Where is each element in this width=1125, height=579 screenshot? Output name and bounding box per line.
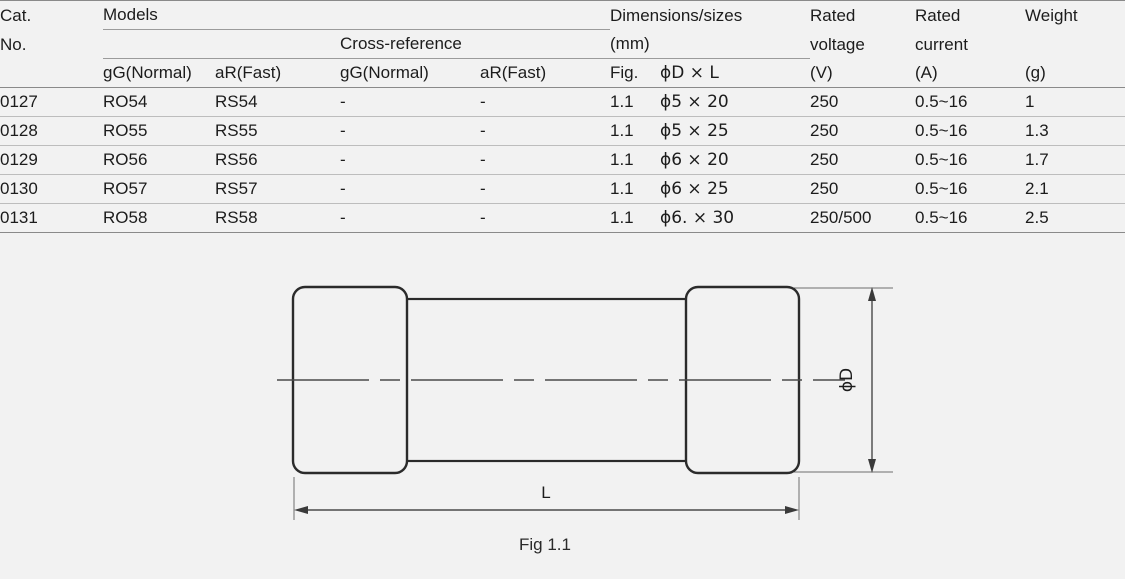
cell-xref-ar: -: [480, 145, 610, 175]
fuse-specification-table: Cat. Models Dimensions/sizes Rated Rated…: [0, 0, 1125, 233]
header-models-spacer: [103, 29, 340, 59]
cell-models-gg: RO54: [103, 87, 215, 117]
cell-xref-ar: -: [480, 203, 610, 233]
header-rated-voltage-line2: voltage: [810, 34, 865, 54]
header-models-group: Models: [103, 0, 610, 30]
table-row: 0131 RO58 RS58 - - 1.1 ϕ6. × 30 250/500 …: [0, 203, 1125, 233]
header-xref-ar: aR(Fast): [480, 58, 610, 88]
header-dimensions-line2: (mm): [610, 29, 811, 59]
cell-dim: ϕ5 × 25: [660, 116, 811, 146]
arrowhead-diameter-bottom: [868, 459, 876, 473]
cell-cat-no: 0127: [0, 87, 103, 117]
header-rated-voltage-unit: (V): [810, 58, 916, 88]
length-label: L: [541, 483, 550, 502]
cell-rated-current: 0.5~16: [915, 174, 1026, 204]
cell-models-gg: RO58: [103, 203, 215, 233]
table-row: 0127 RO54 RS54 - - 1.1 ϕ5 × 20 250 0.5~1…: [0, 87, 1125, 117]
cell-rated-voltage: 250: [810, 174, 916, 204]
header-cat-spacer: [0, 58, 103, 88]
table-row: 0130 RO57 RS57 - - 1.1 ϕ6 × 25 250 0.5~1…: [0, 174, 1125, 204]
cell-models-ar: RS54: [215, 87, 340, 117]
cell-xref-gg: -: [340, 174, 480, 204]
cell-fig: 1.1: [610, 174, 660, 204]
cell-models-ar: RS55: [215, 116, 340, 146]
header-rated-voltage-line1: Rated: [810, 0, 916, 30]
cell-rated-current: 0.5~16: [915, 116, 1026, 146]
cell-rated-current: 0.5~16: [915, 203, 1026, 233]
cell-dim: ϕ5 × 20: [660, 87, 811, 117]
header-cat-line1: Cat.: [0, 0, 103, 30]
header-cat-line2: No.: [0, 34, 27, 54]
table-row: 0129 RO56 RS56 - - 1.1 ϕ6 × 20 250 0.5~1…: [0, 145, 1125, 175]
arrowhead-length-right: [785, 506, 799, 514]
cell-dim: ϕ6. × 30: [660, 203, 811, 233]
header-models-ar: aR(Fast): [215, 58, 340, 88]
cell-cat-no: 0131: [0, 203, 103, 233]
cell-rated-current: 0.5~16: [915, 145, 1026, 175]
cell-weight: 1.7: [1025, 145, 1125, 175]
table-header-row-1: Cat. Models Dimensions/sizes Rated Rated…: [0, 0, 1125, 30]
cell-dim: ϕ6 × 20: [660, 145, 811, 175]
cell-xref-gg: -: [340, 87, 480, 117]
table-header-row-2: No. Cross-reference (mm) voltage current: [0, 29, 1125, 59]
cell-models-ar: RS56: [215, 145, 340, 175]
cell-weight: 1.3: [1025, 116, 1125, 146]
cell-models-ar: RS57: [215, 174, 340, 204]
header-rated-current-unit: (A): [915, 58, 1026, 88]
arrowhead-diameter-top: [868, 287, 876, 301]
arrowhead-length-left: [294, 506, 308, 514]
figure-caption: Fig 1.1: [519, 535, 571, 554]
header-models-gg: gG(Normal): [103, 58, 215, 88]
cell-models-gg: RO55: [103, 116, 215, 146]
table-row: 0128 RO55 RS55 - - 1.1 ϕ5 × 25 250 0.5~1…: [0, 116, 1125, 146]
diameter-label: ϕD: [837, 368, 857, 392]
cell-xref-ar: -: [480, 87, 610, 117]
cell-rated-current: 0.5~16: [915, 87, 1026, 117]
cell-xref-gg: -: [340, 203, 480, 233]
cell-cat-no: 0128: [0, 116, 103, 146]
header-fig: Fig.: [610, 58, 660, 88]
header-rated-current-line2: current: [915, 34, 968, 54]
fuse-drawing: ϕD L: [277, 285, 893, 520]
table-header-row-3: gG(Normal) aR(Fast) gG(Normal) aR(Fast) …: [0, 58, 1125, 88]
cell-dim: ϕ6 × 25: [660, 174, 811, 204]
cell-models-gg: RO57: [103, 174, 215, 204]
cell-xref-ar: -: [480, 116, 610, 146]
header-dimensions-line1: Dimensions/sizes: [610, 0, 811, 30]
cell-fig: 1.1: [610, 116, 660, 146]
cell-xref-ar: -: [480, 174, 610, 204]
header-rated-current-line1: Rated: [915, 0, 1026, 30]
cell-weight: 2.5: [1025, 203, 1125, 233]
cell-weight: 2.1: [1025, 174, 1125, 204]
cell-rated-voltage: 250: [810, 87, 916, 117]
cell-xref-gg: -: [340, 145, 480, 175]
cell-weight: 1: [1025, 87, 1125, 117]
cell-models-ar: RS58: [215, 203, 340, 233]
header-dim: ϕD × L: [660, 58, 811, 88]
header-cross-reference-group: Cross-reference: [340, 29, 610, 59]
header-weight-spacer: [1025, 30, 1125, 59]
cell-fig: 1.1: [610, 87, 660, 117]
cell-xref-gg: -: [340, 116, 480, 146]
cell-cat-no: 0130: [0, 174, 103, 204]
cell-rated-voltage: 250: [810, 116, 916, 146]
cell-fig: 1.1: [610, 203, 660, 233]
header-xref-gg: gG(Normal): [340, 58, 480, 88]
fuse-figure: ϕD L Fig 1.1: [0, 255, 1125, 579]
cell-fig: 1.1: [610, 145, 660, 175]
cell-cat-no: 0129: [0, 145, 103, 175]
cell-models-gg: RO56: [103, 145, 215, 175]
header-weight-line1: Weight: [1025, 0, 1125, 30]
cell-rated-voltage: 250/500: [810, 203, 916, 233]
header-weight-unit: (g): [1025, 58, 1125, 88]
cell-rated-voltage: 250: [810, 145, 916, 175]
